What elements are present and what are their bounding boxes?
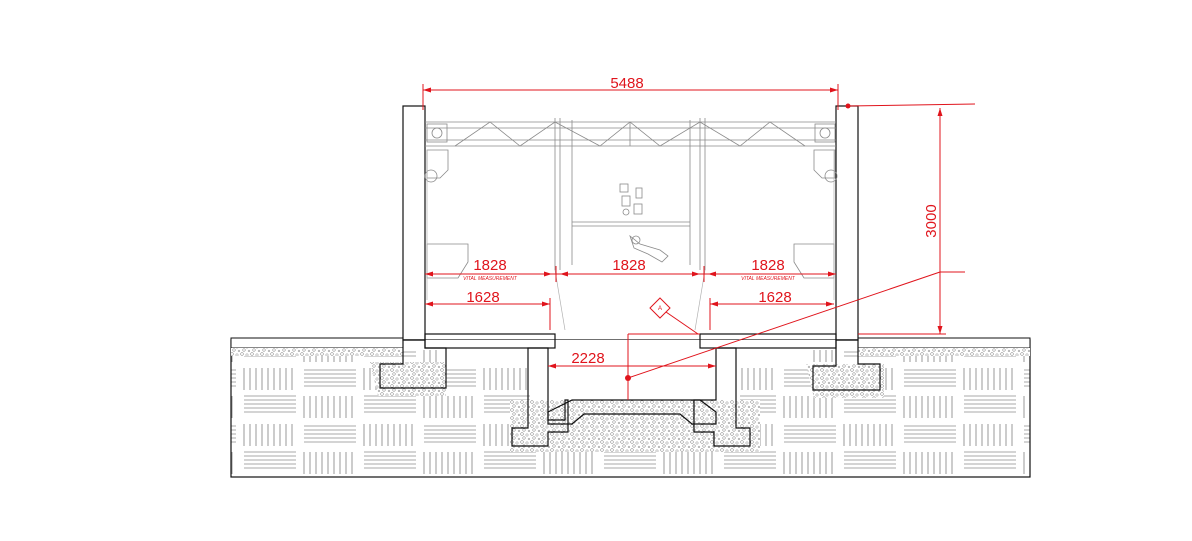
vital-note-right: VITAL MEASUREMENT [741,276,796,282]
dim-pit-width: 2228 [571,350,604,367]
dim-right-span: 1828 [751,257,784,274]
left-wall [379,105,556,389]
dim-right-inner: 1628 [758,289,791,306]
dim-center-span: 1828 [612,257,645,274]
vital-note-left: VITAL MEASUREMENT [463,276,518,282]
pit-structure [511,347,751,447]
central-arm-mechanism [619,183,669,263]
dim-overall-width: 5488 [610,75,643,92]
section-marker: A [649,297,671,319]
section-marker-label: A [658,306,662,312]
machine-frame [424,118,838,331]
dim-left-span: 1828 [473,257,506,274]
dim-left-inner: 1628 [466,289,499,306]
dimension-lines [422,84,976,400]
dim-height: 3000 [923,204,940,237]
